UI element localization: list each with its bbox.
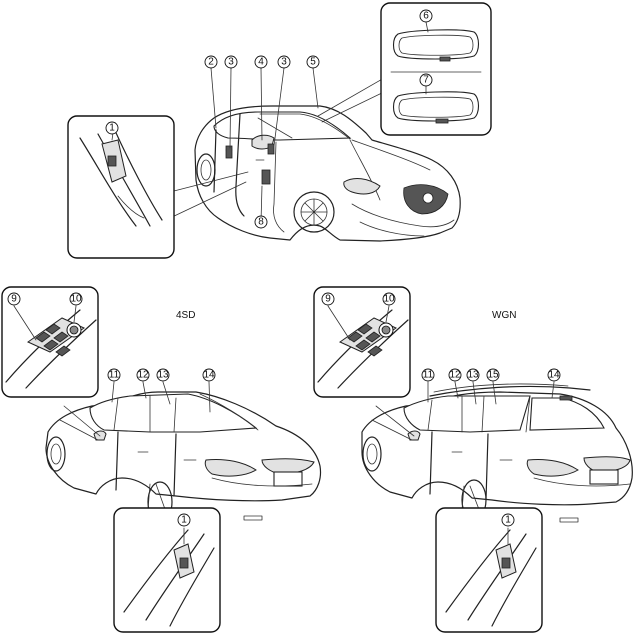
callout-top-3a: 3 <box>224 55 238 69</box>
callout-wagon-9: 9 <box>321 292 335 306</box>
callout-sedan-11-label: 11 <box>109 370 120 381</box>
callout-sedan-10-label: 10 <box>70 294 82 305</box>
callout-wagon-15: 15 <box>486 368 500 382</box>
callout-wagon-10-label: 10 <box>383 294 395 305</box>
callout-top-2-label: 2 <box>208 57 214 68</box>
callout-wagon-14-label: 14 <box>548 370 560 381</box>
callout-wagon-14: 14 <box>547 368 561 382</box>
callout-top-7-label: 7 <box>423 75 429 86</box>
top-car <box>194 105 461 242</box>
callout-sedan-1-label: 1 <box>181 515 187 526</box>
callout-wagon-13: 13 <box>466 368 480 382</box>
callout-top-8-label: 8 <box>258 217 264 228</box>
callout-sedan-13-label: 13 <box>157 370 169 381</box>
callout-wagon-10: 10 <box>382 292 396 306</box>
callout-sedan-11: 11 <box>107 368 121 382</box>
sedan-variant-label: 4SD <box>176 310 195 321</box>
sedan-leaders <box>59 381 211 513</box>
callout-wagon-1-label: 1 <box>505 515 511 526</box>
callout-sedan-9: 9 <box>7 292 21 306</box>
callout-top-3b: 3 <box>277 55 291 69</box>
wagon-door-switch-inset <box>435 507 543 633</box>
callout-top-5: 5 <box>306 55 320 69</box>
callout-wagon-12-label: 12 <box>449 370 461 381</box>
wagon-leaders <box>371 381 555 513</box>
wagon-car <box>361 383 633 523</box>
callout-wagon-11: 11 <box>421 368 435 382</box>
callout-sedan-10: 10 <box>69 292 83 306</box>
mirror-inset <box>380 2 492 136</box>
callout-wagon-9-label: 9 <box>325 294 331 305</box>
callout-top-4: 4 <box>254 55 268 69</box>
callout-wagon-15-label: 15 <box>487 370 499 381</box>
callout-top-6: 6 <box>419 9 433 23</box>
callout-sedan-13: 13 <box>156 368 170 382</box>
wagon-variant-label: WGN <box>492 310 516 321</box>
callout-wagon-11-label: 11 <box>423 370 434 381</box>
callout-sedan-1: 1 <box>177 513 191 527</box>
callout-top-8: 8 <box>254 215 268 229</box>
callout-top-4-label: 4 <box>258 57 264 68</box>
callout-top-7: 7 <box>419 73 433 87</box>
callout-top-1-label: 1 <box>109 123 115 134</box>
callout-top-3a-label: 3 <box>228 57 234 68</box>
callout-top-6-label: 6 <box>423 11 429 22</box>
callout-sedan-14-label: 14 <box>203 370 215 381</box>
callout-top-2: 2 <box>204 55 218 69</box>
callout-sedan-9-label: 9 <box>11 294 17 305</box>
top-leaders <box>210 67 385 223</box>
callout-wagon-1: 1 <box>501 513 515 527</box>
callout-sedan-14: 14 <box>202 368 216 382</box>
callout-wagon-12: 12 <box>448 368 462 382</box>
callout-wagon-13-label: 13 <box>467 370 479 381</box>
sedan-car <box>45 391 322 523</box>
callout-top-5-label: 5 <box>310 57 316 68</box>
callout-sedan-12: 12 <box>136 368 150 382</box>
callout-sedan-12-label: 12 <box>137 370 149 381</box>
sedan-door-switch-inset <box>113 507 221 633</box>
callout-top-3b-label: 3 <box>281 57 287 68</box>
callout-top-1: 1 <box>105 121 119 135</box>
sedan-master-switch-inset <box>1 286 99 398</box>
top-switch-inset <box>67 115 249 259</box>
wagon-master-switch-inset <box>313 286 411 398</box>
